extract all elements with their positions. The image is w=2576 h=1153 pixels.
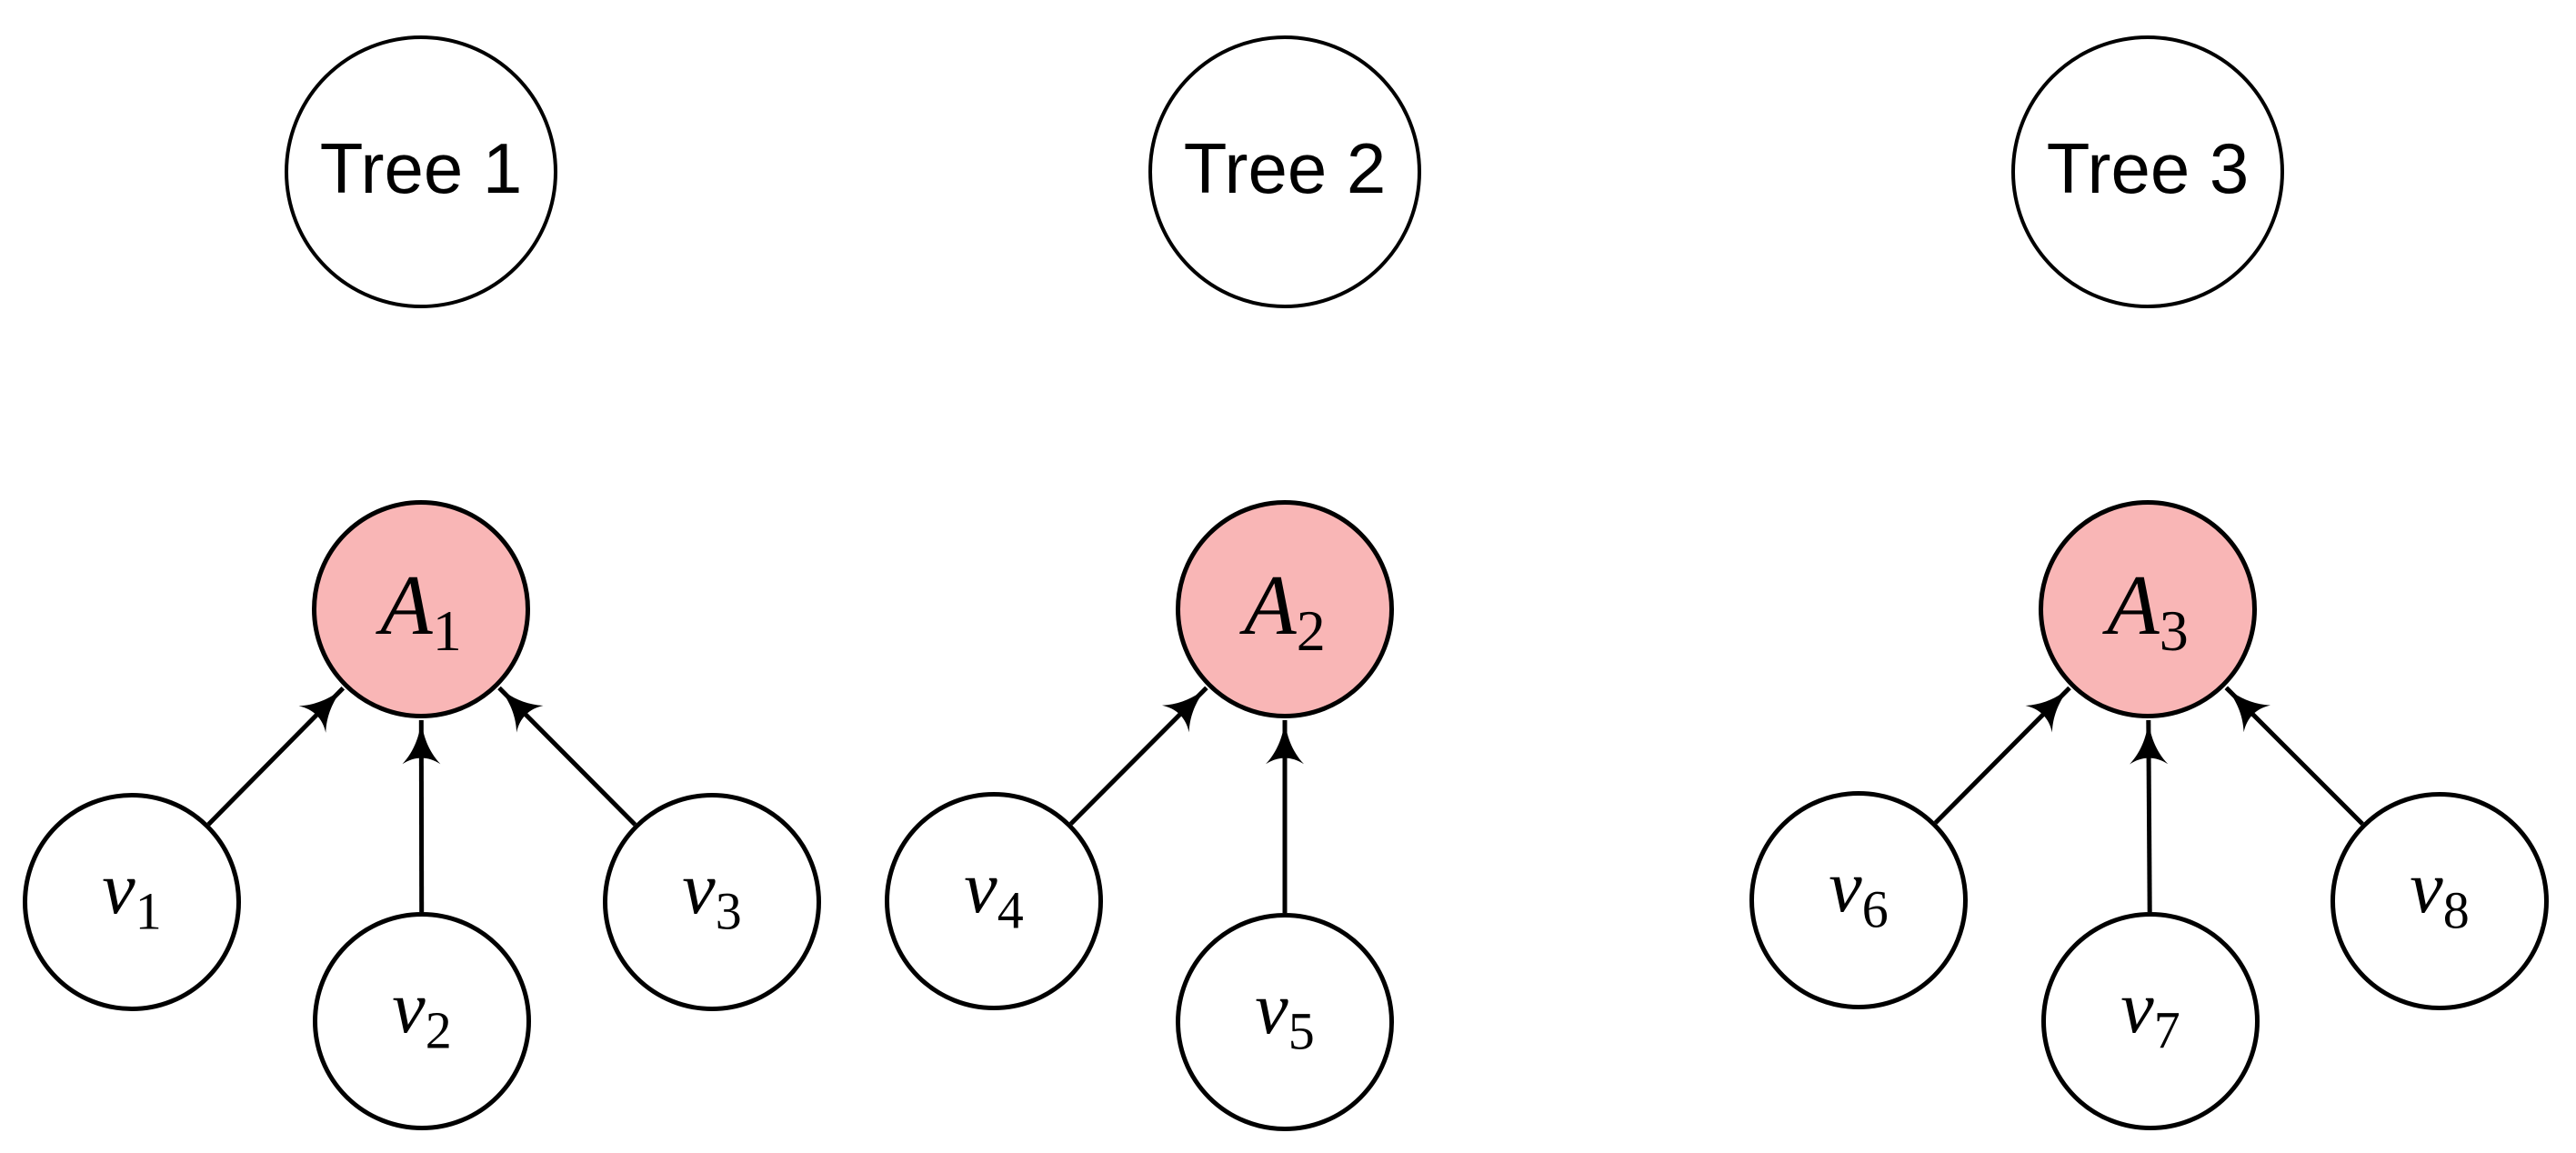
edge-v8-to-a3 — [2224, 686, 2364, 826]
edge-v6-to-a3 — [1933, 686, 2071, 825]
edge-v3-to-a1 — [497, 686, 637, 827]
tree-2-title-node: Tree 2 — [1148, 35, 1421, 308]
tree-3-title: Tree 3 — [2046, 128, 2250, 208]
edge-v1-to-a1 — [206, 687, 346, 827]
tree-1-title: Tree 1 — [319, 128, 523, 208]
tree-2-title: Tree 2 — [1183, 128, 1387, 208]
tree-3-title-node: Tree 3 — [2011, 35, 2284, 308]
edge-v4-to-a2 — [1068, 686, 1208, 826]
tree-1-title-node: Tree 1 — [285, 35, 557, 308]
edge-v7-to-a3 — [2130, 718, 2169, 913]
